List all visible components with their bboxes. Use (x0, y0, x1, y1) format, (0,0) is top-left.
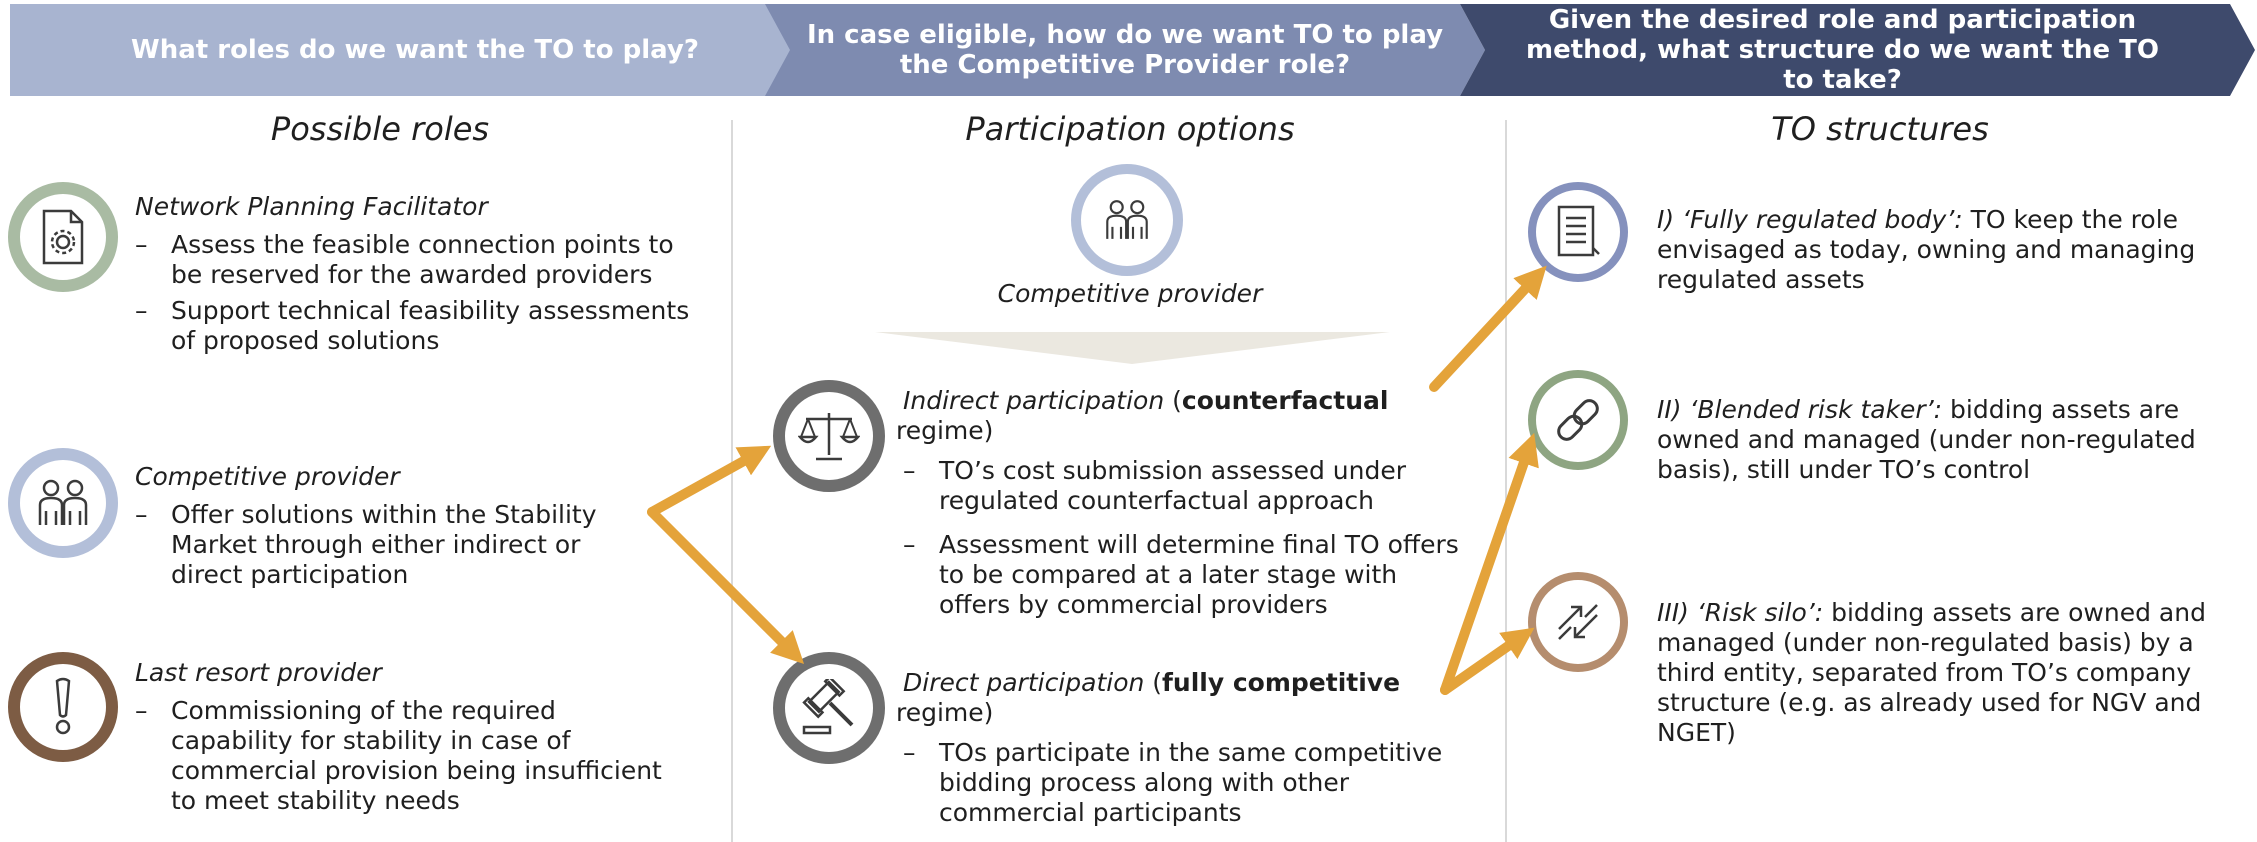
gavel-icon (802, 679, 854, 735)
direct-title-rest: regime) (896, 698, 994, 727)
indirect-participation-icon-ring (773, 380, 885, 492)
list-item: Assessment will determine final TO offer… (903, 530, 1463, 620)
participation-column-title: Participation options (965, 110, 1295, 148)
direct-participation-title: Direct participation (fully competitive … (896, 668, 1463, 728)
list-item: Commissioning of the required capability… (135, 696, 665, 816)
funnel-shape (875, 332, 1390, 364)
indirect-title-bold: counterfactual (1181, 386, 1389, 415)
direct-participation-bullets: TOs participate in the same competitive … (903, 738, 1463, 834)
direct-title-italic: Direct participation (903, 668, 1145, 697)
network-planning-icon-ring (8, 182, 118, 292)
arrow-to-indirect (647, 445, 772, 517)
structure-1-description: TO keep the role envisaged as today, own… (1657, 205, 2196, 294)
column-divider-left (731, 120, 733, 842)
column-divider-right (1505, 120, 1507, 842)
people-icon (1106, 200, 1148, 239)
role-bullets-last-resort: Commissioning of the required capability… (135, 696, 665, 822)
structure-2-icon-ring (1528, 370, 1628, 470)
indirect-participation-title: Indirect participation (counterfactual r… (896, 386, 1463, 446)
header-step-participation-text: In case eligible, how do we want TO to p… (806, 20, 1444, 80)
structure-1-label: I) ‘Fully regulated body’: (1657, 205, 1963, 234)
people-icon (38, 479, 88, 525)
participation-top-label: Competitive provider (997, 279, 1263, 308)
list-item: Support technical feasibility assessment… (135, 296, 695, 356)
indirect-title-rest: regime) (896, 416, 994, 445)
link-icon (1557, 399, 1599, 441)
list-item: Assess the feasible connection points to… (135, 230, 695, 290)
structures-column-title: TO structures (1771, 110, 1989, 148)
direct-title-bold: fully competitive (1162, 668, 1401, 697)
last-resort-icon-ring (8, 652, 118, 762)
document-icon (1557, 205, 1600, 257)
role-title-competitive-provider: Competitive provider (135, 462, 400, 491)
indirect-title-italic: Indirect participation (903, 386, 1165, 415)
list-item: TOs participate in the same competitive … (903, 738, 1463, 828)
structure-1-icon-ring (1528, 182, 1628, 282)
direct-title-open: ( (1144, 668, 1163, 697)
role-title-last-resort: Last resort provider (135, 658, 382, 687)
role-bullets-network-planning: Assess the feasible connection points to… (135, 230, 695, 362)
participation-top-icon-ring (1071, 164, 1183, 276)
list-item: TO’s cost submission assessed under regu… (903, 456, 1463, 516)
exclamation-icon (55, 677, 71, 735)
role-title-network-planning: Network Planning Facilitator (135, 192, 488, 221)
role-bullets-competitive-provider: Offer solutions within the Stability Mar… (135, 500, 645, 596)
header-step-structure: Given the desired role and participation… (1460, 4, 2255, 96)
structure-2-text: II) ‘Blended risk taker’: bidding assets… (1657, 395, 2247, 485)
competitive-provider-icon-ring (8, 448, 118, 558)
roles-column-title: Possible roles (270, 110, 490, 148)
header-step-structure-text: Given the desired role and participation… (1526, 5, 2159, 95)
arrow-to-direct (647, 507, 805, 665)
split-arrows-icon (1558, 604, 1598, 640)
structure-3-description: bidding assets are owned and managed (un… (1657, 598, 2206, 747)
settings-document-icon (42, 209, 84, 265)
header-step-roles: What roles do we want the TO to play? (10, 4, 800, 96)
list-item: Offer solutions within the Stability Mar… (135, 500, 645, 590)
structure-3-icon-ring (1528, 572, 1628, 672)
header-step-roles-text: What roles do we want the TO to play? (131, 35, 699, 65)
indirect-title-open: ( (1164, 386, 1182, 415)
structure-1-text: I) ‘Fully regulated body’: TO keep the r… (1657, 205, 2247, 295)
structure-2-description: bidding assets are owned and managed (un… (1657, 395, 2196, 484)
direct-participation-icon-ring (773, 652, 885, 764)
header-step-participation: In case eligible, how do we want TO to p… (765, 4, 1485, 96)
structure-3-label: III) ‘Risk silo’: (1657, 598, 1824, 627)
structure-3-text: III) ‘Risk silo’: bidding assets are own… (1657, 598, 2247, 748)
indirect-participation-bullets: TO’s cost submission assessed under regu… (903, 456, 1463, 626)
arrow-to-structure-1 (1429, 265, 1547, 392)
structure-2-label: II) ‘Blended risk taker’: (1657, 395, 1943, 424)
scales-icon (798, 413, 860, 461)
